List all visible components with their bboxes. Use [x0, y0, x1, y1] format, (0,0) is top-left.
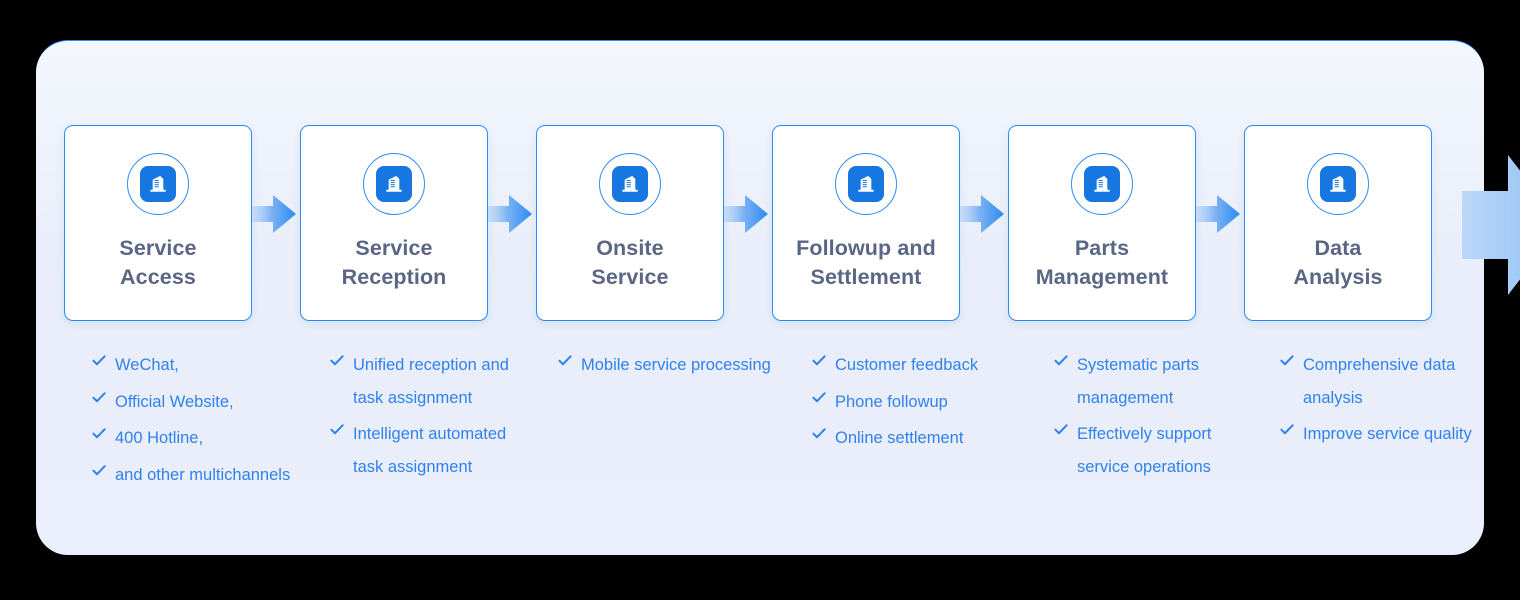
step-card-data-analysis[interactable]: Data Analysis	[1244, 125, 1432, 321]
list-item-label: Systematic parts management	[1077, 356, 1199, 407]
step-title: Data Analysis	[1293, 236, 1383, 290]
step-icon-ring	[599, 153, 661, 215]
step-icon-ring	[1071, 153, 1133, 215]
list-item: Systematic parts management	[1054, 349, 1254, 414]
bullet-list-service-access: WeChat, Official Website, 400 Hotline, a…	[92, 349, 302, 495]
check-icon	[92, 464, 106, 478]
check-icon	[1054, 423, 1068, 437]
step-title: Followup and Settlement	[796, 236, 936, 290]
check-icon	[558, 354, 572, 368]
step-card-onsite-service[interactable]: Onsite Service	[536, 125, 724, 321]
list-item: Improve service quality	[1280, 418, 1500, 451]
step-title: Parts Management	[1035, 236, 1169, 290]
step-icon-ring	[835, 153, 897, 215]
flow-panel: Service Access	[36, 40, 1520, 555]
check-icon	[330, 423, 344, 437]
arrow-right-icon	[476, 195, 532, 233]
arrow-right-icon	[1184, 195, 1240, 233]
list-item: and other multichannels	[92, 459, 302, 492]
building-icon	[1084, 166, 1120, 202]
list-item-label: Effectively support service operations	[1077, 425, 1212, 476]
step-card-service-access[interactable]: Service Access	[64, 125, 252, 321]
arrow-right-large-icon	[1462, 153, 1520, 297]
list-item: Phone followup	[812, 386, 1012, 419]
check-icon	[1280, 423, 1294, 437]
check-icon	[812, 354, 826, 368]
flow-bullet-lists: WeChat, Official Website, 400 Hotline, a…	[64, 349, 1472, 509]
list-item-label: Phone followup	[835, 392, 948, 411]
list-item-label: Improve service quality	[1303, 425, 1472, 443]
arrow-right-icon	[712, 195, 768, 233]
list-item: Comprehensive data analysis	[1280, 349, 1500, 414]
list-item-label: Intelligent automated task assignment	[353, 425, 507, 476]
list-item: Effectively support service operations	[1054, 418, 1254, 483]
step-icon-ring	[127, 153, 189, 215]
list-item-label: Comprehensive data analysis	[1303, 356, 1456, 407]
list-item-label: WeChat,	[115, 356, 179, 374]
bullet-list-parts-management: Systematic parts management Effectively …	[1054, 349, 1254, 487]
check-icon	[1054, 354, 1068, 368]
list-item: Online settlement	[812, 422, 1012, 455]
building-icon	[140, 166, 176, 202]
list-item: Unified reception and task assignment	[330, 349, 530, 414]
list-item-label: Mobile service processing	[581, 356, 771, 374]
building-icon	[376, 166, 412, 202]
bullet-list-onsite-service: Mobile service processing	[558, 349, 778, 386]
check-icon	[812, 391, 826, 405]
check-icon	[1280, 354, 1294, 368]
step-title: Service Reception	[341, 236, 447, 290]
list-item: Mobile service processing	[558, 349, 778, 382]
list-item: WeChat,	[92, 349, 302, 382]
flow-steps-row: Service Access	[64, 125, 1520, 321]
list-item: Intelligent automated task assignment	[330, 418, 530, 483]
list-item: Customer feedback	[812, 349, 1012, 382]
step-icon-ring	[363, 153, 425, 215]
list-item-label: and other multichannels	[115, 465, 291, 484]
arrow-right-icon	[948, 195, 1004, 233]
arrow-right-icon	[240, 195, 296, 233]
check-icon	[92, 391, 106, 405]
step-title: Service Access	[119, 236, 197, 290]
list-item: Official Website,	[92, 386, 302, 419]
building-icon	[1320, 166, 1356, 202]
list-item-label: Unified reception and task assignment	[353, 356, 509, 407]
bullet-list-service-reception: Unified reception and task assignment In…	[330, 349, 530, 487]
step-title: Onsite Service	[591, 236, 669, 290]
step-icon-ring	[1307, 153, 1369, 215]
step-card-followup-and-settlement[interactable]: Followup and Settlement	[772, 125, 960, 321]
step-card-parts-management[interactable]: Parts Management	[1008, 125, 1196, 321]
check-icon	[92, 354, 106, 368]
check-icon	[92, 427, 106, 441]
list-item-label: 400 Hotline,	[115, 429, 204, 447]
list-item: 400 Hotline,	[92, 422, 302, 455]
building-icon	[848, 166, 884, 202]
list-item-label: Official Website,	[115, 392, 234, 411]
list-item-label: Customer feedback	[835, 356, 979, 374]
list-item-label: Online settlement	[835, 429, 964, 447]
bullet-list-followup-and-settlement: Customer feedback Phone followup Online …	[812, 349, 1012, 459]
step-card-service-reception[interactable]: Service Reception	[300, 125, 488, 321]
check-icon	[812, 427, 826, 441]
bullet-list-data-analysis: Comprehensive data analysis Improve serv…	[1280, 349, 1500, 455]
building-icon	[612, 166, 648, 202]
check-icon	[330, 354, 344, 368]
